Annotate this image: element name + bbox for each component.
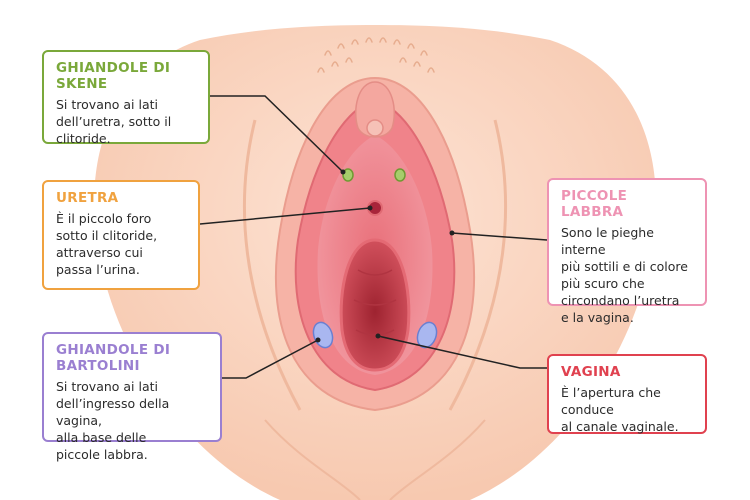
callout-piccole-labbra-title: PICCOLE LABBRA bbox=[561, 188, 628, 220]
callout-piccole-labbra-body: Sono le pieghe interne più sottili e di … bbox=[561, 225, 688, 325]
callout-bartolini-body: Si trovano ai lati dell’ingresso della v… bbox=[56, 379, 170, 462]
callout-uretra-title: URETRA bbox=[56, 190, 119, 206]
callout-uretra-body: È il piccolo foro sotto il clitoride, at… bbox=[56, 211, 158, 277]
leader-dot-bartolini bbox=[315, 337, 321, 343]
bottom-crease-right bbox=[389, 419, 486, 500]
leader-dot-skene bbox=[340, 169, 346, 175]
callout-vagina-title: VAGINA bbox=[561, 364, 621, 380]
leader-piccole-labbra bbox=[451, 232, 548, 241]
leader-dot-vagina bbox=[375, 333, 381, 339]
left-crease bbox=[242, 119, 302, 411]
callout-skene-title: GHIANDOLE DI SKENE bbox=[56, 60, 171, 92]
callout-bartolini-title: GHIANDOLE DI BARTOLINI bbox=[56, 342, 171, 374]
callout-vagina: VAGINA È l’apertura che conduce al canal… bbox=[547, 354, 707, 434]
callout-vagina-body: È l’apertura che conduce al canale vagin… bbox=[561, 385, 679, 434]
vaginal-folds bbox=[353, 269, 397, 336]
callout-skene-body: Si trovano ai lati dell’uretra, sotto il… bbox=[56, 97, 172, 146]
callout-uretra: URETRA È il piccolo foro sotto il clitor… bbox=[42, 180, 200, 290]
leader-dot-piccole-labbra bbox=[449, 230, 455, 236]
pubic-hair bbox=[317, 37, 435, 73]
leader-skene bbox=[210, 95, 344, 173]
leader-uretra bbox=[199, 207, 371, 225]
right-crease bbox=[448, 119, 508, 411]
leader-dot-uretra bbox=[367, 205, 373, 211]
bottom-crease-left bbox=[264, 419, 361, 500]
skene-gland-right bbox=[394, 168, 406, 182]
clitoral-hood bbox=[355, 81, 395, 138]
leader-vagina bbox=[377, 335, 547, 369]
leader-bartolini bbox=[222, 339, 319, 379]
callout-bartolini: GHIANDOLE DI BARTOLINI Si trovano ai lat… bbox=[42, 332, 222, 462]
bartolini-gland-right bbox=[416, 321, 438, 349]
clitoris bbox=[366, 119, 384, 137]
callout-skene: GHIANDOLE DI SKENE Si trovano ai lati de… bbox=[42, 50, 210, 146]
callout-piccole-labbra: PICCOLE LABBRA Sono le pieghe interne pi… bbox=[547, 178, 707, 325]
